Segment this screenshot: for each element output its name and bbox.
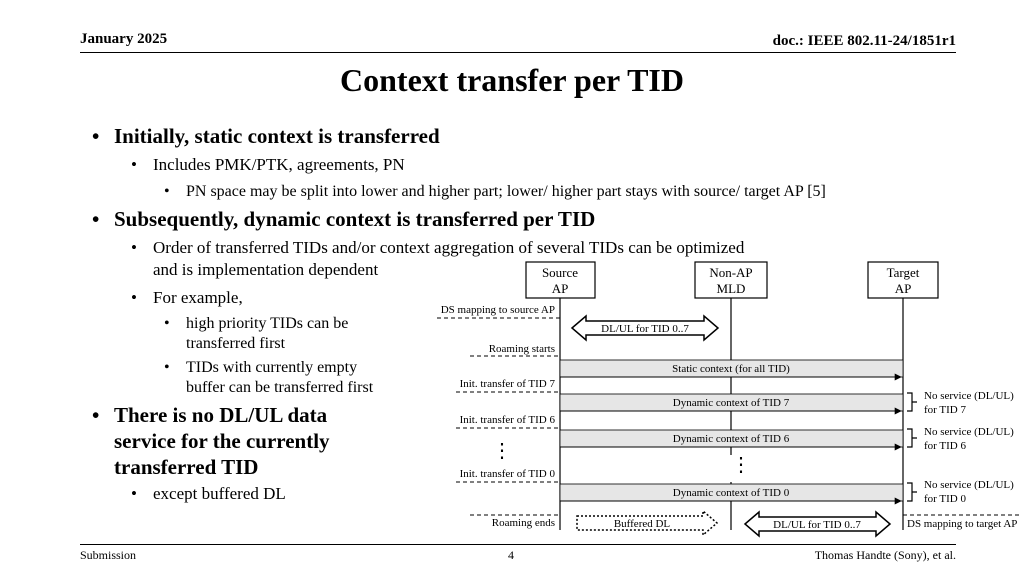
bullet-dot: • bbox=[92, 124, 100, 148]
entity-source-ap: Source AP bbox=[525, 261, 596, 299]
dynamic-context-tid6-message: Dynamic context of TID 6 bbox=[559, 429, 904, 451]
bullet-empty-buffer: • TIDs with currently empty buffer can b… bbox=[164, 359, 374, 396]
bullet-pn-space: • PN space may be split into lower and h… bbox=[164, 183, 826, 200]
bullet-dot: • bbox=[92, 403, 100, 427]
svg-text:DL/UL for TID 0..7: DL/UL for TID 0..7 bbox=[773, 519, 861, 531]
header-divider bbox=[80, 52, 956, 53]
bullet-static-context: • Initially, static context is transferr… bbox=[92, 124, 440, 148]
entity-target-ap: Target AP bbox=[867, 261, 939, 299]
svg-text:MLD: MLD bbox=[717, 281, 746, 296]
svg-text:Dynamic context of TID 6: Dynamic context of TID 6 bbox=[673, 433, 790, 445]
ellipsis-left: ⋮ bbox=[492, 440, 512, 462]
svg-text:Dynamic context of TID 0: Dynamic context of TID 0 bbox=[673, 487, 790, 499]
bullet-high-priority: • high priority TIDs can be transferred … bbox=[164, 315, 349, 352]
dynamic-context-tid7-message: Dynamic context of TID 7 bbox=[559, 393, 904, 415]
bullet-no-service: • There is no DL/UL data service for the… bbox=[92, 403, 330, 479]
svg-text:Buffered DL: Buffered DL bbox=[614, 518, 671, 530]
entity-non-ap-mld: Non-AP MLD bbox=[694, 261, 768, 299]
footer-author: Thomas Handte (Sony), et al. bbox=[814, 548, 956, 562]
dlul-bottom-arrow: DL/UL for TID 0..7 bbox=[743, 510, 892, 538]
no-service-tid7-line1: No service (DL/UL) bbox=[924, 390, 1014, 402]
label-roaming-ends: Roaming ends bbox=[492, 517, 555, 529]
bullet-dot: • bbox=[92, 207, 100, 231]
label-ds-mapping-target: DS mapping to target AP bbox=[907, 518, 1017, 530]
header-doc-id: doc.: IEEE 802.11-24/1851r1 bbox=[772, 33, 956, 49]
brace-tid7 bbox=[907, 392, 917, 412]
svg-text:Target: Target bbox=[887, 265, 920, 280]
bullet-dot: • bbox=[164, 315, 170, 332]
brace-tid6 bbox=[907, 428, 917, 448]
svg-text:Non-AP: Non-AP bbox=[709, 265, 752, 280]
svg-text:Static context (for all TID): Static context (for all TID) bbox=[672, 363, 790, 375]
label-init-tid0: Init. transfer of TID 0 bbox=[460, 468, 556, 480]
svg-text:AP: AP bbox=[895, 281, 912, 296]
bullet-dot: • bbox=[131, 155, 137, 174]
svg-text:Dynamic context of TID 7: Dynamic context of TID 7 bbox=[673, 397, 790, 409]
svg-text:AP: AP bbox=[552, 281, 569, 296]
dlul-top-arrow: DL/UL for TID 0..7 bbox=[570, 314, 720, 342]
footer-divider bbox=[80, 544, 956, 545]
bullet-includes: • Includes PMK/PTK, agreements, PN bbox=[131, 155, 405, 174]
label-roaming-starts: Roaming starts bbox=[489, 343, 555, 355]
header-date: January 2025 bbox=[80, 31, 168, 47]
svg-text:DL/UL for TID 0..7: DL/UL for TID 0..7 bbox=[601, 323, 689, 335]
label-init-tid6: Init. transfer of TID 6 bbox=[460, 414, 556, 426]
no-service-tid7-line2: for TID 7 bbox=[924, 404, 966, 416]
bullet-dynamic-context: • Subsequently, dynamic context is trans… bbox=[92, 207, 596, 231]
ellipsis-center: ⋮ bbox=[731, 454, 751, 476]
bullet-except-buffered: • except buffered DL bbox=[131, 484, 286, 503]
bullet-dot: • bbox=[131, 238, 137, 257]
bullet-order: • Order of transferred TIDs and/or conte… bbox=[131, 238, 745, 279]
footer-page-number: 4 bbox=[508, 548, 514, 562]
footer-submission: Submission bbox=[80, 548, 137, 562]
no-service-tid6-line1: No service (DL/UL) bbox=[924, 426, 1014, 438]
brace-tid0 bbox=[907, 482, 917, 502]
svg-text:Source: Source bbox=[542, 265, 578, 280]
no-service-tid6-line2: for TID 6 bbox=[924, 440, 966, 452]
bullet-dot: • bbox=[164, 359, 170, 376]
no-service-tid0-line1: No service (DL/UL) bbox=[924, 479, 1014, 491]
dynamic-context-tid0-message: Dynamic context of TID 0 bbox=[559, 483, 904, 505]
label-ds-mapping-source: DS mapping to source AP bbox=[441, 304, 555, 316]
bullet-dot: • bbox=[131, 484, 137, 503]
bullet-dot: • bbox=[164, 183, 170, 200]
static-context-message: Static context (for all TID) bbox=[559, 359, 904, 381]
no-service-tid0-line2: for TID 0 bbox=[924, 493, 966, 505]
slide-title: Context transfer per TID bbox=[340, 62, 684, 98]
buffered-dl-arrow: Buffered DL bbox=[576, 509, 719, 537]
label-init-tid7: Init. transfer of TID 7 bbox=[460, 378, 556, 390]
bullet-for-example: • For example, bbox=[131, 288, 243, 307]
bullet-dot: • bbox=[131, 288, 137, 307]
